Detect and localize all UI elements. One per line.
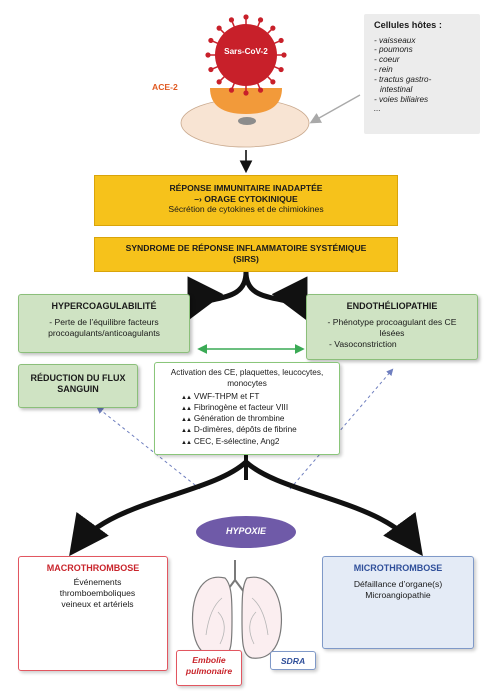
virus-spike-head [216,79,222,85]
host-cell-item: - voies biliaires [374,94,429,104]
host-cell-item: - coeur [374,55,400,65]
activation-item-text: Génération de thrombine [193,414,285,424]
microthrombose-line2: Microangiopathie [365,589,431,600]
microthrombose-line1: Défaillance d’organe(s) [353,579,443,590]
ace2-label: ACE-2 [152,82,202,93]
ace2-label-text: ACE-2 [152,82,178,92]
activation-item: ▲▲VWF-THPM et FT [181,391,333,402]
up-arrows-icon: ▲▲ [181,439,192,446]
virus-particle [215,24,277,86]
hypercoagulabilite-text: - Perte de l’équilibre facteurs procoagu… [48,317,160,338]
activation-list: ▲▲VWF-THPM et FT▲▲Fibrinogène et facteur… [161,391,333,446]
sirs-title: SYNDROME DE RÉPONSE INFLAMMATOIRE SYSTÉM… [125,243,367,253]
virus-spike-head [257,87,264,93]
hypoxie-label: HYPOXIE [196,526,296,537]
activation-item: ▲▲Fibrinogène et facteur VIII [181,402,333,413]
up-arrows-icon: ▲▲ [181,428,192,435]
activation-item-text: D-dimères, dépôts de fibrine [193,425,297,435]
sirs-abbrev: (SIRS) [233,253,259,264]
virus-spike-head [243,90,249,96]
host-cell-nucleus [238,117,256,125]
activation-item-text: Fibrinogène et facteur VIII [193,403,289,413]
virus-spike-head [278,66,284,73]
activation-intro: Activation des CE, plaquettes, leucocyte… [170,368,324,389]
flux-sanguin-box: RÉDUCTION DU FLUX SANGUIN [18,364,138,408]
virus-spike-head [228,87,235,93]
virus-spike-head [243,14,249,20]
endotheliopathie-title: ENDOTHÉLIOPATHIE [346,301,438,311]
activation-item-text: VWF-THPM et FT [193,392,260,402]
arrow-to-macrothrombose [69,460,248,557]
activation-item: ▲▲Génération de thrombine [181,413,333,424]
activation-item-text: CEC, E-sélectine, Ang2 [193,436,280,446]
microthrombose-box: MICROTHROMBOSE Défaillance d’organe(s) M… [322,556,474,649]
macrothrombose-title: MACROTHROMBOSE [46,563,140,573]
virus-spike-head [270,25,276,31]
hypoxie-ellipse [196,516,296,548]
endotheliopathie-box: ENDOTHÉLIOPATHIE - Phénotype procoagulan… [306,294,478,360]
hypoxie-label-text: HYPOXIE [225,526,266,536]
virus-spike-head [278,37,284,44]
virus-spike-head [281,52,287,58]
up-arrows-icon: ▲▲ [181,395,192,402]
virus-spike-head [208,37,214,44]
ace2-receptor [210,88,282,114]
virus-label: Sars-CoV-2 [216,47,276,57]
host-cells-list: - vaisseaux- poumons- coeur- rein- tract… [374,36,470,115]
host-cell-item: - poumons [374,45,413,55]
virus-spike-head [270,79,276,85]
virus-spike-head [205,52,211,58]
arrow-sirs-to-endothelio [243,271,308,321]
virus-spike-head [257,17,264,23]
macrothrombose-box: MACROTHROMBOSE Événements thromboemboliq… [18,556,168,671]
endotheliopathie-line2: - Vasoconstriction [329,338,397,349]
immune-response-detail: Sécrétion de cytokines et de chimiokines [168,204,324,215]
endotheliopathie-line1: - Phénotype procoagulant des CE lésées [327,317,457,338]
flux-sanguin-title: RÉDUCTION DU FLUX SANGUIN [30,373,126,395]
virus-spike-head [208,66,214,73]
arrow-to-microthrombose [244,460,423,557]
host-cells-box: Cellules hôtes : - vaisseaux- poumons- c… [364,14,480,134]
virus-spike-head [228,17,235,23]
activation-item: ▲▲CEC, E-sélectine, Ang2 [181,436,333,447]
sdra-label: SDRA [280,656,306,666]
host-cells-title: Cellules hôtes : [374,20,442,30]
sirs-box: SYNDROME DE RÉPONSE INFLAMMATOIRE SYSTÉM… [94,237,398,272]
virus-spike-head [216,25,222,31]
immune-response-title: RÉPONSE IMMUNITAIRE INADAPTÉE [169,183,323,193]
embolie-box: Embolie pulmonaire [176,650,242,686]
activation-box: Activation des CE, plaquettes, leucocyte… [154,362,340,455]
host-cell-item: - vaisseaux [374,35,416,45]
dashed-arrow-to-flux [96,406,201,490]
virus-spikes [205,14,287,96]
activation-item: ▲▲D-dimères, dépôts de fibrine [181,424,333,435]
up-arrows-icon: ▲▲ [181,406,192,413]
host-cell-item: ... [374,104,381,114]
microthrombose-title: MICROTHROMBOSE [353,563,443,573]
sdra-box: SDRA [270,651,316,670]
immune-response-subtitle: –› ORAGE CYTOKINIQUE [194,193,298,204]
lungs-illustration [191,560,283,659]
host-cells-arrow [309,94,361,124]
embolie-label: Embolie pulmonaire [185,655,233,676]
hypercoagulabilite-title: HYPERCOAGULABILITÉ [51,301,157,311]
macrothrombose-text: Événements thromboemboliques veineux et … [59,577,136,609]
host-cell-item: - rein [374,65,393,75]
host-cell-item: - tractus gastro- [374,74,432,84]
virus-label-text: Sars-CoV-2 [224,47,268,56]
hypercoagulabilite-box: HYPERCOAGULABILITÉ - Perte de l’équilibr… [18,294,190,353]
dashed-arrow-to-endothelio [289,368,394,490]
arrow-sirs-to-hypercoag [187,271,249,321]
host-cell-item: intestinal [380,84,413,94]
up-arrows-icon: ▲▲ [181,417,192,424]
immune-response-box: RÉPONSE IMMUNITAIRE INADAPTÉE –› ORAGE C… [94,175,398,226]
